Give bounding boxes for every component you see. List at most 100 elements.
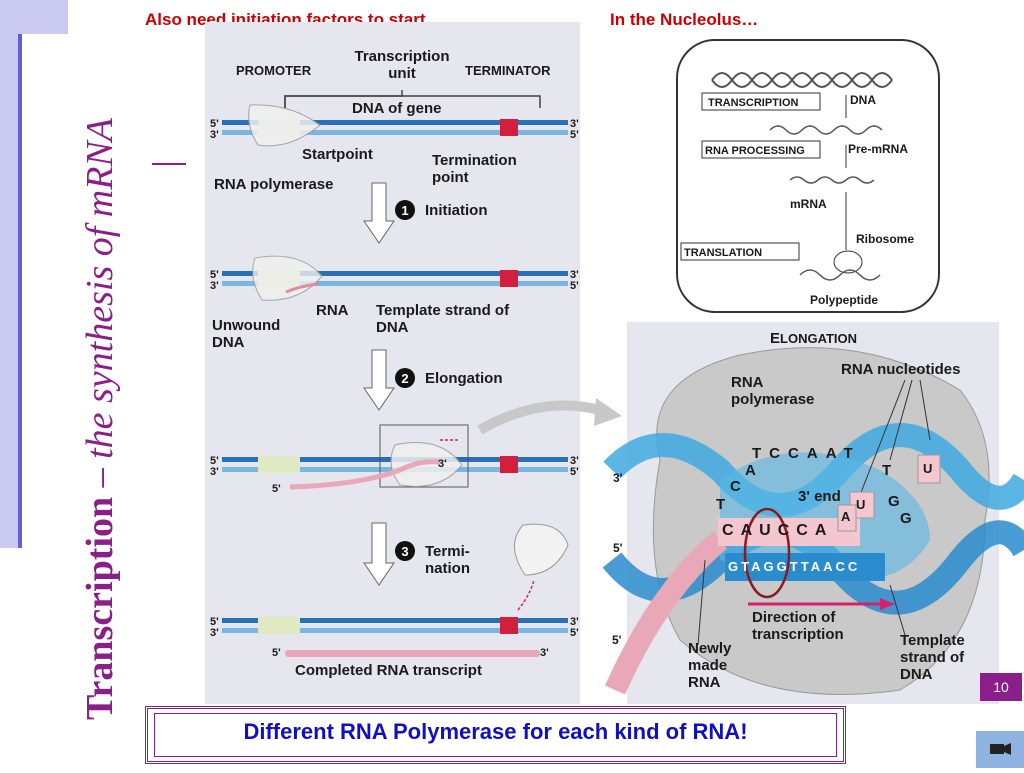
- nucleolus-pre-mrna: Pre-mRNA: [848, 142, 909, 156]
- template-bases: GTAGGTTAACC: [728, 558, 860, 575]
- nucleolus-transcription: TRANSCRIPTION: [708, 97, 799, 109]
- prime-3-f: 3': [570, 455, 579, 467]
- prime-3-j: 3': [540, 647, 549, 659]
- base: C: [847, 559, 861, 574]
- elongation-title-rest: LONGATION: [780, 331, 858, 346]
- step2-elongation: Elongation: [425, 370, 503, 387]
- prime-3-e: 3': [210, 466, 219, 478]
- movie-camera-icon: [990, 743, 1011, 755]
- elong-prime-3: 3': [613, 471, 623, 485]
- promoter-label: PROMOTER: [236, 63, 312, 78]
- title-underline: [152, 163, 186, 165]
- prime-5-b: 5': [570, 129, 579, 141]
- base: A: [806, 445, 826, 462]
- note-nucleolus: In the Nucleolus…: [610, 10, 759, 29]
- base: G: [763, 559, 777, 574]
- right-dna-base-1: T: [882, 462, 892, 479]
- left-dna-base-1: T: [716, 496, 726, 513]
- free-nucleotide-u2: U: [923, 461, 933, 476]
- step3-number: 3: [401, 544, 409, 559]
- base: A: [825, 445, 844, 462]
- prime-5-j: 5': [272, 647, 281, 659]
- step1-initiation: Initiation: [425, 202, 488, 219]
- free-nucleotide-a: A: [841, 509, 851, 524]
- step1-number: 1: [401, 203, 409, 218]
- three-prime-end-label: 3' end: [798, 488, 841, 505]
- prime-3-g: 3': [438, 458, 447, 470]
- template-strand-label: Template strand of DNA: [376, 302, 510, 336]
- base: A: [810, 559, 824, 574]
- base: C: [722, 522, 741, 539]
- prime-5-d: 5': [570, 280, 579, 292]
- prime-3-c: 3': [210, 280, 219, 292]
- prime-5-h: 5': [210, 616, 219, 628]
- prime-5-a: 5': [210, 118, 219, 130]
- base: T: [741, 559, 752, 574]
- base: C: [769, 445, 789, 462]
- prime-5-f: 5': [570, 466, 579, 478]
- prime-5-c: 5': [210, 269, 219, 281]
- left-decor-bar: [0, 0, 20, 548]
- base: A: [740, 522, 760, 539]
- base: A: [823, 559, 836, 574]
- rna-polymerase-label: RNA polymerase: [214, 176, 334, 193]
- right-dna-base-3: G: [900, 510, 912, 527]
- free-nucleotide-u1: U: [856, 497, 866, 512]
- slide-number: 10: [980, 673, 1022, 701]
- base: C: [796, 522, 815, 539]
- prime-5-e: 5': [210, 455, 219, 467]
- transcription-unit-label: Transcription unit: [354, 48, 450, 82]
- base: C: [835, 559, 848, 574]
- base: U: [759, 522, 778, 539]
- bottom-callout-inner: [154, 713, 837, 757]
- base: G: [728, 559, 742, 574]
- newly-made-rna: Newly made RNA: [688, 640, 732, 691]
- bottom-callout-text: Different RNA Polymerase for each kind o…: [243, 719, 748, 744]
- termination-point-label: Termination point: [432, 152, 517, 186]
- base: A: [814, 522, 834, 539]
- left-dna-base-3: A: [745, 462, 756, 479]
- nucleolus-dna: DNA: [850, 93, 876, 107]
- base: A: [751, 559, 764, 574]
- base: T: [800, 559, 811, 574]
- direction-of-transcription: Direction of transcription: [752, 609, 844, 643]
- base: T: [752, 445, 770, 462]
- dna-of-gene-label: DNA of gene: [352, 100, 442, 117]
- terminator-label: TERMINATOR: [465, 63, 551, 78]
- left-dna-base-2: C: [730, 478, 741, 495]
- prime-3-i: 3': [570, 616, 579, 628]
- nucleolus-mrna: mRNA: [790, 197, 827, 211]
- base: C: [788, 445, 807, 462]
- nucleolus-polypeptide: Polypeptide: [810, 293, 879, 307]
- base: C: [777, 522, 797, 539]
- right-dna-base-2: G: [888, 493, 900, 510]
- prime-3-d: 3': [570, 269, 579, 281]
- bottom-callout: Different RNA Polymerase for each kind o…: [145, 706, 846, 764]
- nucleolus-ribosome: Ribosome: [856, 232, 915, 246]
- rna-bases: CAUCCA: [722, 522, 833, 539]
- elong-prime-5-b: 5': [612, 633, 622, 647]
- rna-nucleotides-label: RNA nucleotides: [841, 361, 961, 378]
- startpoint-label: Startpoint: [302, 146, 373, 163]
- unwound-dna-label: Unwound DNA: [212, 317, 281, 351]
- base: T: [789, 559, 801, 574]
- elongation-rna-polymerase: RNA polymerase: [731, 374, 815, 408]
- elongation-title: ELONGATION: [770, 330, 857, 347]
- elongation-title-cap: E: [770, 330, 781, 347]
- prime-5-g: 5': [272, 483, 281, 495]
- prime-3-a: 3': [210, 129, 219, 141]
- elong-prime-5-a: 5': [613, 541, 623, 555]
- nucleolus-translation: TRANSLATION: [684, 247, 763, 259]
- prime-3-h: 3': [210, 627, 219, 639]
- movie-button[interactable]: [976, 731, 1024, 768]
- prime-3-b: 3': [570, 118, 579, 130]
- left-decor-line: [18, 34, 22, 548]
- rna-label: RNA: [316, 302, 349, 319]
- completed-transcript-label: Completed RNA transcript: [295, 662, 482, 679]
- left-decor-top: [20, 0, 68, 34]
- prime-5-i: 5': [570, 627, 579, 639]
- step3-termination: Termi- nation: [425, 543, 470, 577]
